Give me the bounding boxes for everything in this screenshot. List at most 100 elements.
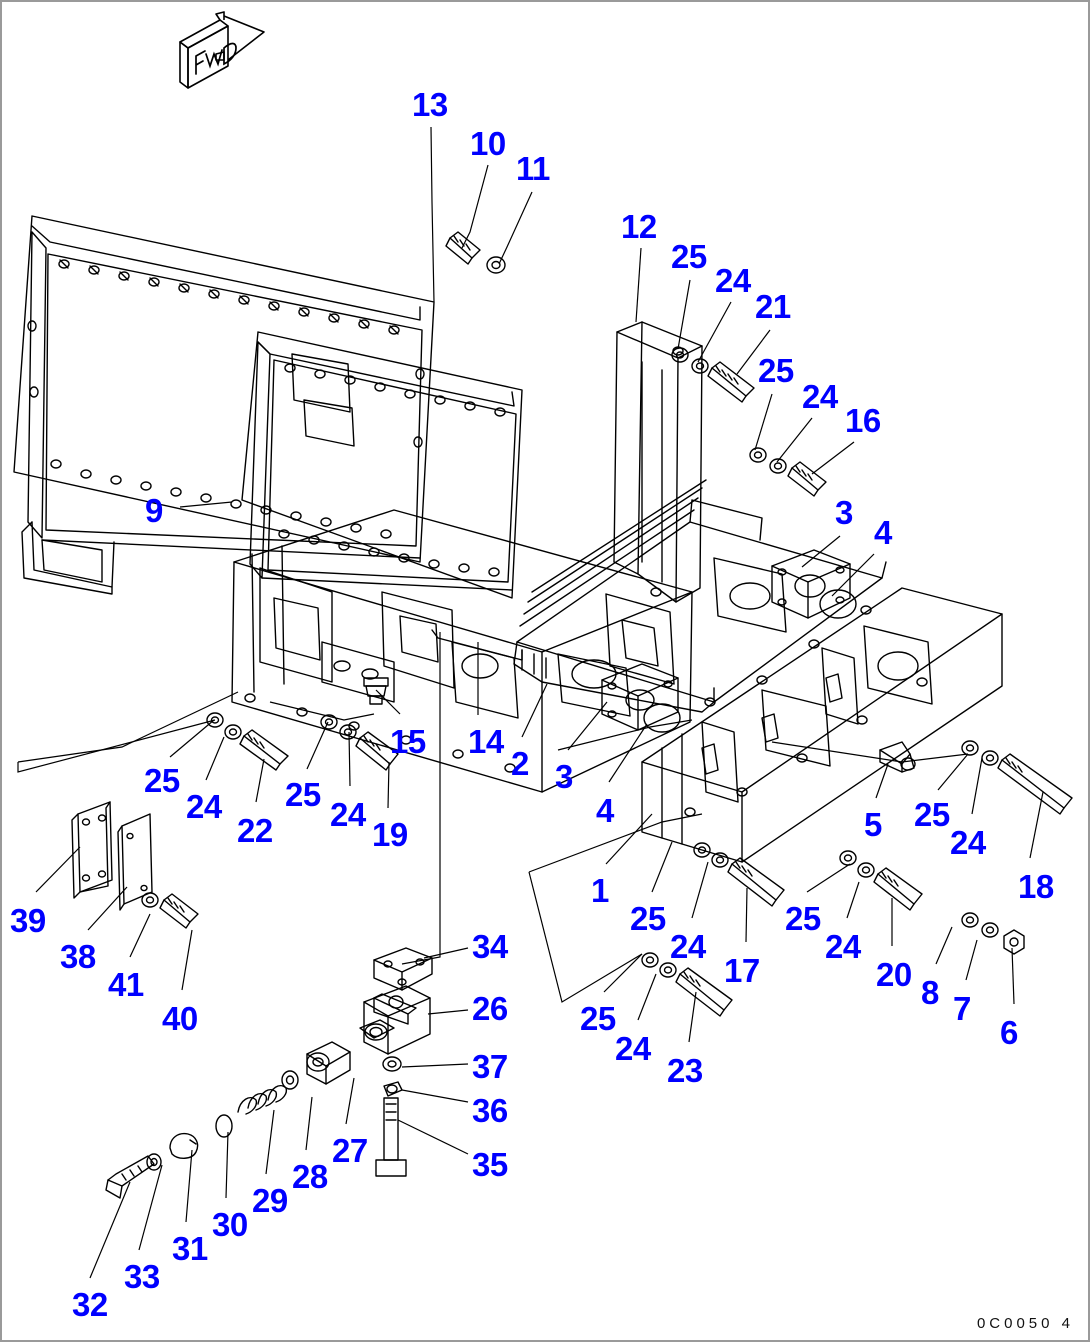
leader-line-10	[461, 164, 489, 249]
leader-line-25	[651, 841, 673, 893]
part-41-washer	[141, 892, 159, 908]
leader-line-24	[776, 417, 813, 463]
leader-line-35	[397, 1119, 469, 1155]
callout-number-7: 7	[953, 990, 971, 1027]
part-10-bolt	[445, 231, 481, 265]
leader-line-5	[875, 763, 889, 799]
callout-number-29: 29	[252, 1182, 288, 1219]
part-33-washer	[146, 1153, 162, 1171]
part-26-valve-body	[359, 985, 431, 1055]
leader-line-6	[1011, 947, 1015, 1005]
leader-line-34	[423, 947, 469, 959]
leader-line-28	[305, 1096, 313, 1151]
leader-line-24	[971, 757, 983, 815]
callout-number-6: 6	[1000, 1014, 1018, 1051]
leader-line-31	[185, 1149, 193, 1223]
part-28-ring	[281, 1070, 299, 1090]
leader-line-9	[179, 501, 233, 508]
fastener-24-d	[339, 724, 357, 740]
part-39-plate	[71, 801, 113, 899]
fastener-25-a	[671, 347, 689, 363]
leader-line-4	[831, 553, 875, 597]
part-23-bolt	[675, 967, 733, 1017]
callout-number-24: 24	[330, 796, 366, 833]
leader-line-25	[677, 279, 691, 350]
callout-number-24: 24	[670, 928, 706, 965]
callout-number-25: 25	[914, 796, 950, 833]
leader-line-4	[608, 723, 648, 783]
fastener-24-g	[659, 962, 677, 978]
callout-number-28: 28	[292, 1158, 328, 1195]
leader-bracket-left-lower2	[17, 719, 216, 773]
leader-line-33	[138, 1164, 163, 1251]
leader-line-24	[697, 301, 732, 363]
callout-number-20: 20	[876, 956, 912, 993]
leader-bracket-mid-long	[401, 632, 441, 965]
leader-line-25	[806, 863, 851, 893]
leader-line-29	[265, 1109, 275, 1175]
callout-number-36: 36	[472, 1092, 508, 1129]
callout-number-10: 10	[470, 125, 506, 162]
callout-number-4: 4	[596, 792, 614, 829]
leader-line-25	[937, 753, 969, 791]
leader-line-24	[637, 973, 657, 1021]
leader-line-3	[801, 535, 841, 568]
part-31-seat	[169, 1132, 199, 1159]
part-code-label: 0C0050 4	[976, 1315, 1074, 1332]
callout-number-14: 14	[468, 723, 504, 760]
leader-bracket-left-lower	[17, 691, 239, 763]
callout-number-3: 3	[555, 758, 573, 795]
leader-line-24	[205, 736, 225, 781]
part-4-cover-b	[643, 703, 681, 733]
leader-line-25	[306, 721, 329, 770]
part-9-gasket	[241, 331, 523, 599]
fastener-24-f	[857, 862, 875, 878]
callout-number-39: 39	[10, 902, 46, 939]
fastener-25-g	[641, 952, 659, 968]
leader-line-13	[430, 126, 435, 303]
part-36-washer	[383, 1081, 403, 1097]
callout-number-25: 25	[785, 900, 821, 937]
callout-number-12: 12	[621, 208, 657, 245]
leader-line-38	[87, 886, 128, 931]
fastener-25-h	[961, 740, 979, 756]
part-15-plug	[363, 677, 389, 705]
callout-number-24: 24	[186, 788, 222, 825]
callout-number-11: 11	[516, 150, 550, 187]
leader-line-25	[169, 719, 215, 758]
callout-number-34: 34	[472, 928, 508, 965]
callout-number-37: 37	[472, 1048, 508, 1085]
callout-number-9: 9	[145, 492, 163, 529]
callout-number-38: 38	[60, 938, 96, 975]
callout-number-3: 3	[835, 494, 853, 531]
fastener-25-e	[693, 842, 711, 858]
callout-number-24: 24	[950, 824, 986, 861]
callout-number-25: 25	[285, 776, 321, 813]
callout-number-22: 22	[237, 812, 273, 849]
leader-line-41	[129, 913, 151, 958]
leader-line-23	[688, 991, 697, 1043]
part-29-spring	[237, 1084, 288, 1115]
part-30-plunger	[215, 1114, 233, 1138]
leader-line-27	[345, 1077, 355, 1125]
callout-number-4: 4	[874, 514, 892, 551]
leader-line-36	[401, 1089, 469, 1103]
callout-number-41: 41	[108, 966, 144, 1003]
callout-number-13: 13	[412, 86, 448, 123]
fastener-25-d	[320, 714, 338, 730]
part-3-gasket-b	[601, 663, 679, 731]
part-21-bolt	[707, 361, 755, 403]
callout-number-35: 35	[472, 1146, 508, 1183]
callout-number-33: 33	[124, 1258, 160, 1295]
callout-number-25: 25	[144, 762, 180, 799]
callout-number-23: 23	[667, 1052, 703, 1089]
leader-line-3	[567, 701, 608, 751]
leader-line-40	[181, 929, 193, 991]
part-8-washer	[961, 912, 979, 928]
leader-line-16	[811, 441, 855, 475]
part-20-bolt	[873, 867, 923, 911]
callout-number-26: 26	[472, 990, 508, 1027]
callout-number-25: 25	[758, 352, 794, 389]
